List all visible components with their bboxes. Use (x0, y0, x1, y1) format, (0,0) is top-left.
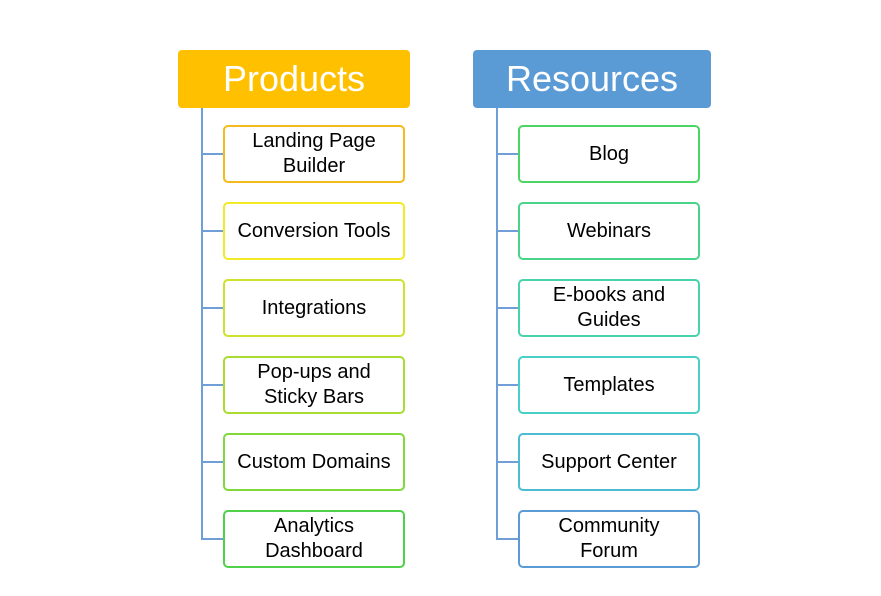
resources-branch-line (496, 538, 518, 540)
resources-branch-line (496, 153, 518, 155)
products-item-label: Conversion Tools (237, 219, 391, 242)
products-header: Products (178, 50, 410, 108)
resources-branch-line (496, 384, 518, 386)
products-item: Integrations (223, 279, 405, 337)
products-item: Conversion Tools (223, 202, 405, 260)
resources-branch-line (496, 230, 518, 232)
resources-trunk-line (496, 108, 498, 540)
resources-item-label: Support Center (541, 450, 677, 473)
products-item-label: Custom Domains (237, 450, 391, 473)
resources-item: Support Center (518, 433, 700, 491)
products-title: Products (222, 58, 366, 99)
products-branch-line (201, 307, 223, 309)
products-item-label: Integrations (261, 296, 367, 319)
resources-item-label: Webinars (566, 219, 652, 242)
resources-item-label: Templates (563, 373, 655, 396)
resources-branch-line (496, 307, 518, 309)
products-item: Custom Domains (223, 433, 405, 491)
products-branch-line (201, 230, 223, 232)
resources-item-label: Blog (588, 142, 630, 165)
products-trunk-line (201, 108, 203, 540)
products-branch-line (201, 461, 223, 463)
resources-header: Resources (473, 50, 711, 108)
resources-item: Templates (518, 356, 700, 414)
products-branch-line (201, 384, 223, 386)
resources-title: Resources (505, 58, 679, 99)
products-branch-line (201, 153, 223, 155)
resources-item: Blog (518, 125, 700, 183)
resources-item: Webinars (518, 202, 700, 260)
products-branch-line (201, 538, 223, 540)
resources-branch-line (496, 461, 518, 463)
